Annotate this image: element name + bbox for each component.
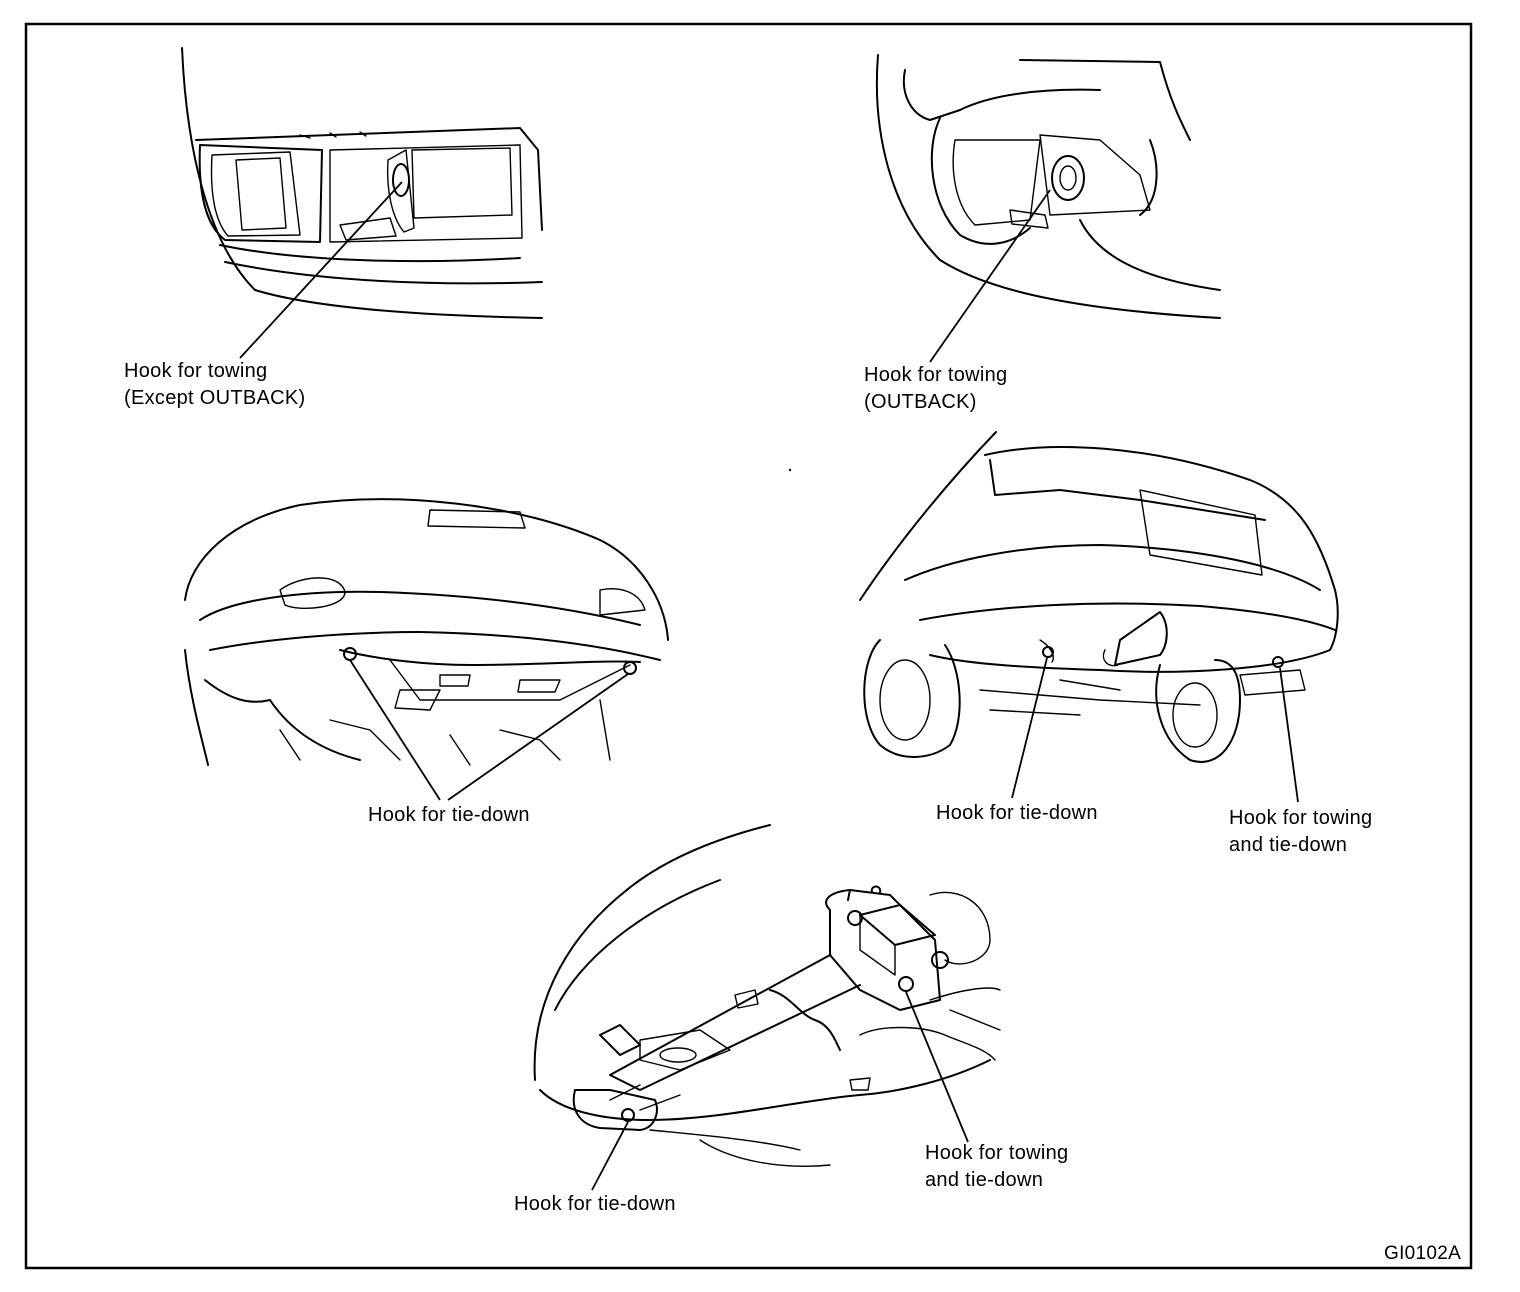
label-line: (OUTBACK) xyxy=(864,391,977,413)
front-underside-illustration xyxy=(184,498,669,801)
label-under-tow-tie-down: Hook for towing and tie-down xyxy=(925,1140,1068,1194)
label-line: Hook for towing xyxy=(864,364,1008,386)
label-rear-tie-down: Hook for tie-down xyxy=(936,800,1098,827)
label-front-tow-except-outback: Hook for towing (Except OUTBACK) xyxy=(124,358,306,412)
label-line: Hook for tie-down xyxy=(936,802,1098,824)
front-outback-illustration xyxy=(875,54,1221,363)
label-line: Hook for towing xyxy=(1229,807,1373,829)
front-bumper-except-outback-illustration xyxy=(181,47,543,359)
label-line: Hook for towing xyxy=(925,1142,1069,1164)
label-front-tow-outback: Hook for towing (OUTBACK) xyxy=(864,362,1007,416)
undercarriage-illustration xyxy=(533,824,1001,1191)
rear-underside-illustration xyxy=(859,431,1339,803)
label-line: Hook for towing xyxy=(124,360,268,382)
diagram-frame xyxy=(24,22,1473,1270)
label-line: and tie-down xyxy=(1229,834,1348,856)
figure-code: GI0102A xyxy=(1384,1243,1462,1264)
label-line: and tie-down xyxy=(925,1169,1044,1191)
label-under-tie-down: Hook for tie-down xyxy=(514,1191,676,1218)
label-front-tie-down: Hook for tie-down xyxy=(368,802,530,829)
label-line: Hook for tie-down xyxy=(368,804,530,826)
label-line: (Except OUTBACK) xyxy=(124,387,306,409)
label-line: Hook for tie-down xyxy=(514,1193,676,1215)
label-rear-tow-tie-down: Hook for towing and tie-down xyxy=(1229,805,1372,859)
